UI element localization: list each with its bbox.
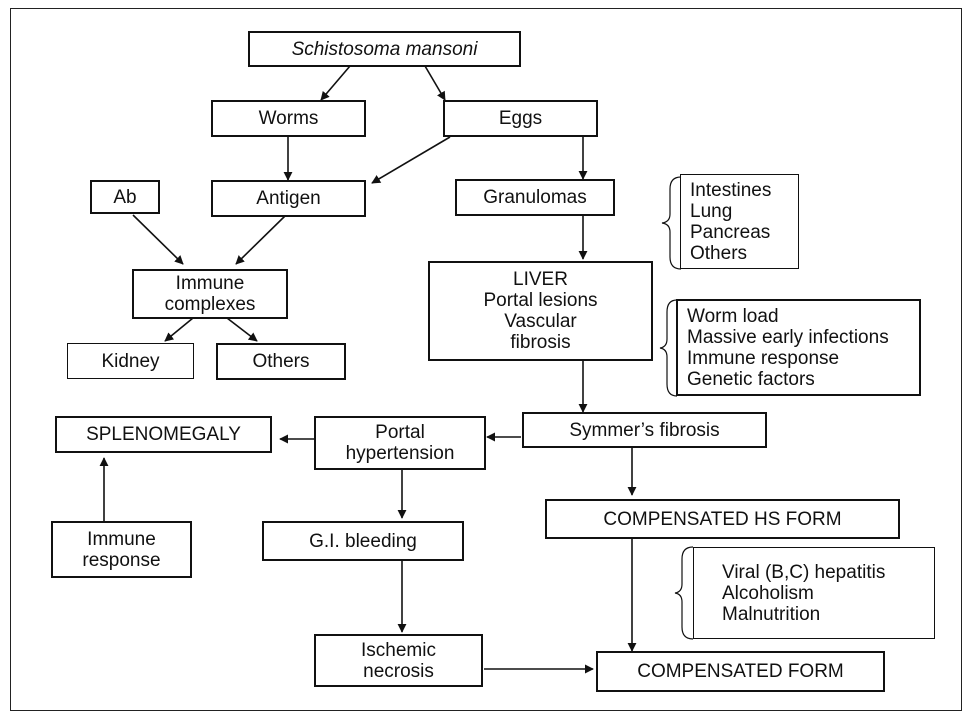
arrow-immune-kidney (164, 317, 194, 342)
factor-massive-early-infections: Massive early infections (687, 326, 889, 348)
node-cofactors: Viral (B,C) hepatitis Alcoholism Malnutr… (693, 547, 935, 639)
arrow-immune-others (226, 317, 258, 342)
node-symmers-fibrosis: Symmer’s fibrosis (522, 412, 767, 448)
brace-factors (659, 299, 678, 397)
arrow-eggs-antigen (371, 136, 451, 184)
node-compensated-form: COMPENSATED FORM (596, 651, 885, 692)
node-splenomegaly: SPLENOMEGALY (55, 416, 272, 453)
node-granulomas: Granulomas (455, 179, 615, 216)
node-others: Others (216, 343, 346, 380)
ischemic-necrosis-line-2: necrosis (363, 660, 434, 682)
liver-line-2: Portal lesions (483, 290, 598, 311)
node-organs-list: Intestines Lung Pancreas Others (680, 174, 799, 269)
arrow-ab-immune (132, 214, 184, 265)
brace-organs (661, 176, 682, 270)
immune-response-line-2: response (82, 549, 161, 571)
node-ab: Ab (90, 180, 160, 214)
liver-line-4: fibrosis (510, 332, 571, 353)
node-portal-hypertension: Portal hypertension (314, 416, 486, 470)
node-liver: LIVER Portal lesions Vascular fibrosis (428, 261, 653, 361)
node-immune-complexes: Immune complexes (132, 269, 288, 319)
factor-worm-load: Worm load (687, 305, 779, 327)
node-eggs: Eggs (443, 100, 598, 137)
portal-hypertension-line-1: Portal (375, 422, 425, 443)
arrow-antigen-immune (235, 215, 286, 265)
node-antigen: Antigen (211, 180, 366, 217)
cofactor-malnutrition: Malnutrition (722, 603, 821, 625)
immune-complexes-line-2: complexes (164, 294, 256, 315)
organ-intestines: Intestines (690, 179, 772, 201)
brace-cofactors (674, 546, 694, 640)
node-kidney: Kidney (67, 343, 194, 379)
arrow-schisto-worms (320, 65, 351, 101)
organ-lung: Lung (690, 200, 733, 222)
arrow-schisto-eggs (424, 65, 446, 101)
liver-line-3: Vascular (504, 311, 577, 332)
node-risk-factors: Worm load Massive early infections Immun… (676, 299, 921, 396)
node-gi-bleeding: G.I. bleeding (262, 521, 464, 561)
diagram-frame (10, 8, 962, 711)
ischemic-necrosis-line-1: Ischemic (361, 639, 436, 661)
node-ischemic-necrosis: Ischemic necrosis (314, 634, 483, 687)
organ-pancreas: Pancreas (690, 221, 771, 243)
node-immune-response: Immune response (51, 521, 192, 578)
cofactor-viral-hepatitis: Viral (B,C) hepatitis (722, 561, 886, 583)
node-schistosoma-mansoni: Schistosoma mansoni (248, 31, 521, 67)
node-compensated-hs-form: COMPENSATED HS FORM (545, 499, 900, 539)
immune-complexes-line-1: Immune (175, 273, 245, 294)
factor-immune-response: Immune response (687, 347, 840, 369)
liver-line-1: LIVER (513, 269, 568, 290)
organ-others: Others (690, 242, 748, 264)
factor-genetic-factors: Genetic factors (687, 368, 815, 390)
immune-response-line-1: Immune (87, 528, 156, 550)
cofactor-alcoholism: Alcoholism (722, 582, 814, 604)
node-worms: Worms (211, 100, 366, 137)
portal-hypertension-line-2: hypertension (345, 443, 455, 464)
